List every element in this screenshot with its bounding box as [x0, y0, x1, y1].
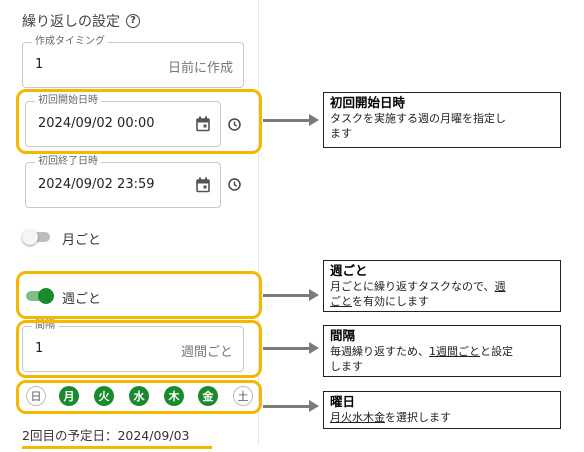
note-weekly-line2a: ごと: [330, 295, 352, 308]
interval-value: 1: [35, 341, 44, 356]
note-first-start-title: 初回開始日時: [330, 95, 406, 110]
interval-label: 間隔: [32, 320, 58, 332]
monthly-toggle-label: 月ごと: [62, 233, 102, 248]
first-end-field[interactable]: 初回終了日時 2024/09/02 23:59: [25, 156, 221, 208]
note-days-title: 曜日: [330, 394, 356, 409]
day-chip-sun[interactable]: 日: [26, 386, 46, 406]
weekly-toggle[interactable]: 週ごと: [24, 287, 124, 307]
arrow-weekly-head: [309, 289, 319, 301]
note-days-line1a: 月火水木金: [330, 411, 385, 424]
arrow-start: [263, 119, 311, 122]
day-chip-thu[interactable]: 木: [164, 386, 184, 406]
arrow-days: [263, 405, 311, 408]
weekly-toggle-label: 週ごと: [62, 292, 102, 307]
arrow-interval-head: [309, 342, 319, 354]
creation-timing-label: 作成タイミング: [32, 36, 108, 48]
section-title: 繰り返しの設定: [22, 14, 120, 30]
day-chip-mon[interactable]: 月: [59, 386, 79, 406]
clock-icon[interactable]: [228, 178, 241, 191]
interval-suffix: 週間ごと: [180, 345, 233, 360]
next-schedule-text: 2回目の予定日：2024/09/03: [22, 428, 190, 443]
arrow-start-head: [309, 114, 319, 126]
note-interval-line1b: 1週間ごと: [429, 345, 480, 358]
calendar-icon[interactable]: [196, 177, 210, 193]
note-weekly-line1b: 週: [494, 280, 506, 293]
help-icon[interactable]: ?: [126, 14, 140, 28]
first-start-value: 2024/09/02 00:00: [38, 116, 155, 131]
arrow-weekly: [263, 294, 311, 297]
note-weekly: 週ごと 月ごとに繰り返すタスクなので、週 ごとを有効にします: [323, 260, 561, 312]
arrow-days-head: [309, 400, 319, 412]
day-chip-fri[interactable]: 金: [198, 386, 218, 406]
highlight-weekly: [16, 271, 262, 319]
highlight-interval: [16, 320, 262, 378]
monthly-toggle[interactable]: 月ごと: [22, 228, 102, 248]
note-days: 曜日 月火水木金を選択します: [323, 391, 561, 429]
creation-timing-suffix: 日前に作成: [167, 61, 233, 76]
note-interval: 間隔 毎週繰り返すため、1週間ごとと設定 します: [323, 325, 561, 377]
calendar-icon[interactable]: [196, 116, 210, 132]
note-first-start-line2: ます: [330, 127, 352, 140]
day-chip-sat[interactable]: 土: [233, 386, 253, 406]
first-end-value: 2024/09/02 23:59: [38, 177, 155, 192]
first-start-label: 初回開始日時: [35, 95, 101, 107]
day-chip-tue[interactable]: 火: [94, 386, 114, 406]
panel-divider: [258, 0, 259, 445]
note-weekly-line2b: を有効にします: [352, 295, 429, 308]
creation-timing-field[interactable]: 作成タイミング 1 日前に作成: [22, 36, 244, 88]
highlight-first-start: [16, 89, 262, 154]
note-days-line1b: を選択します: [385, 411, 451, 424]
arrow-interval: [263, 347, 311, 350]
note-interval-line1a: 毎週繰り返すため、: [330, 345, 429, 358]
next-schedule-highlight: [22, 446, 212, 449]
clock-icon[interactable]: [228, 118, 241, 131]
first-end-label: 初回終了日時: [35, 156, 101, 168]
note-weekly-line1a: 月ごとに繰り返すタスクなので、: [330, 280, 495, 293]
creation-timing-value: 1: [35, 57, 44, 72]
note-first-start-line1: タスクを実施する週の月曜を指定し: [330, 112, 506, 125]
note-weekly-title: 週ごと: [330, 263, 368, 278]
section-header: 繰り返しの設定 ?: [22, 11, 140, 31]
note-interval-line2: します: [330, 360, 363, 373]
first-start-field[interactable]: 初回開始日時 2024/09/02 00:00: [25, 95, 221, 147]
highlight-days: [16, 380, 262, 414]
day-chip-wed[interactable]: 水: [129, 386, 149, 406]
note-interval-line1c: と設定: [480, 345, 513, 358]
interval-field[interactable]: 間隔 1 週間ごと: [22, 320, 244, 372]
note-interval-title: 間隔: [330, 328, 356, 343]
note-first-start: 初回開始日時 タスクを実施する週の月曜を指定し ます: [323, 92, 561, 148]
